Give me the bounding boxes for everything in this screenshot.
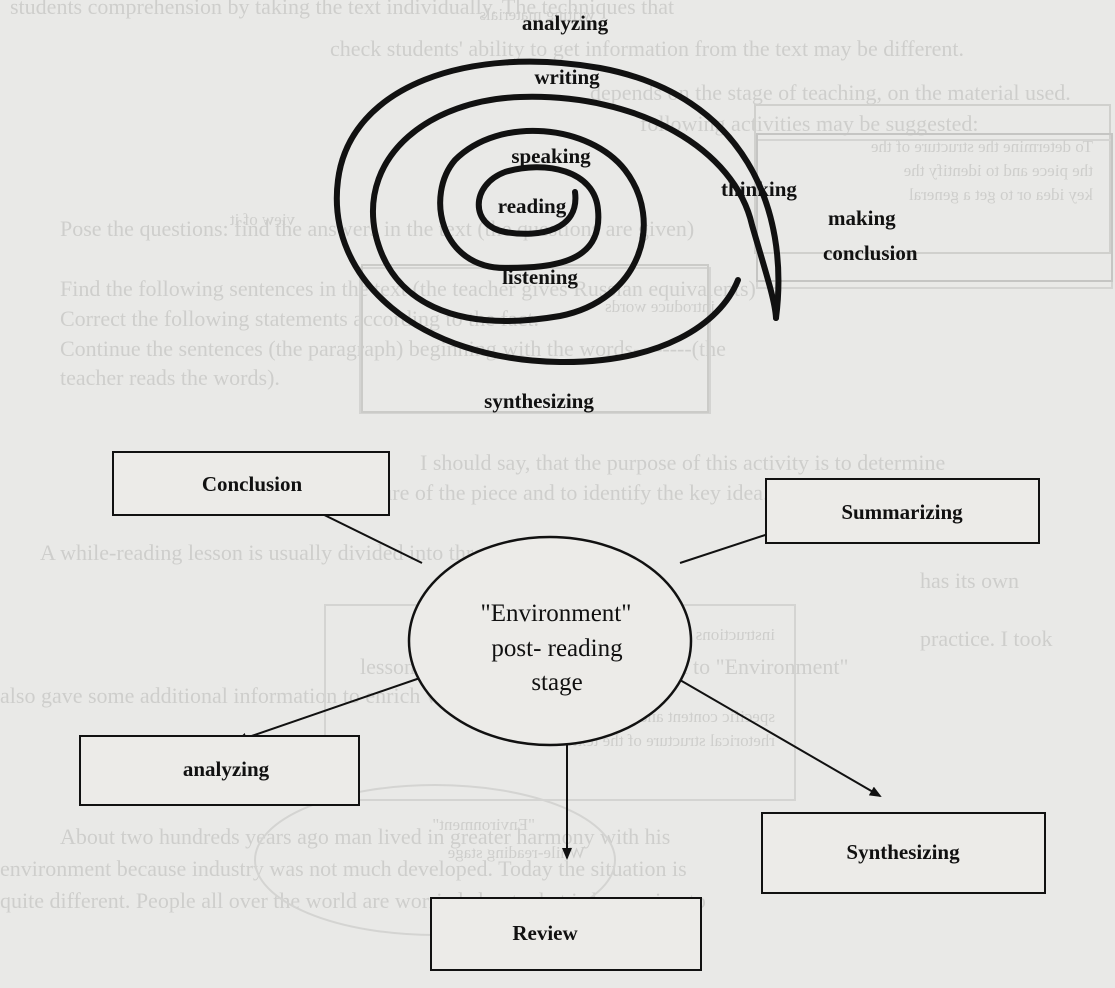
mirror-line: instructions	[696, 625, 775, 644]
bg-line: About two hundreds years ago man lived i…	[60, 824, 670, 849]
bg-line: students comprehension by taking the tex…	[10, 0, 674, 19]
bg-line: following activities may be suggested:	[640, 111, 979, 136]
spiral-label-listening: listening	[502, 265, 578, 289]
spiral-label-conclusion: conclusion	[823, 241, 918, 265]
bg-line: I should say, that the purpose of this a…	[420, 450, 945, 475]
box-conclusion: Conclusion	[112, 451, 390, 516]
mirror-line: view of it	[230, 210, 295, 229]
bg-line: check students' ability to get informati…	[330, 36, 964, 61]
box-synthesizing: Synthesizing	[761, 812, 1046, 894]
bg-line: environment because industry was not muc…	[0, 856, 687, 881]
spiral-label-reading: reading	[498, 194, 567, 218]
box-review: Review	[430, 897, 702, 971]
mirror-line: "Environment"	[432, 815, 535, 834]
post-reading-flow: "Environment" post- reading stage Conclu…	[79, 451, 1046, 971]
box-analyzing-label: analyzing	[183, 757, 270, 781]
spiral-label-writing: writing	[534, 65, 600, 89]
box-synthesizing-label: Synthesizing	[846, 840, 960, 864]
mirror-line: key idea or to get a general	[909, 185, 1093, 204]
bg-line: has its own	[920, 568, 1019, 593]
bg-line: depends on the stage of teaching, on the…	[590, 80, 1071, 105]
spiral-label-thinking: thinking	[721, 177, 797, 201]
center-label-line-2: post- reading	[491, 635, 623, 662]
box-analyzing: analyzing	[79, 735, 360, 806]
spiral-curve	[370, 93, 779, 324]
mirror-line: To determine the structure of the	[871, 137, 1093, 156]
box-conclusion-label: Conclusion	[202, 472, 303, 496]
box-summarizing: Summarizing	[765, 478, 1040, 544]
bg-line: teacher reads the words).	[60, 365, 280, 390]
mirror-line: introduce words	[605, 297, 715, 316]
center-stage-ellipse	[407, 535, 693, 747]
spiral-label-synthesizing: synthesizing	[484, 389, 594, 413]
box-summarizing-label: Summarizing	[841, 500, 963, 524]
mirror-line: writing materials	[479, 5, 595, 24]
box-review-label: Review	[512, 921, 578, 945]
arrow-to-analyzing	[235, 677, 421, 743]
spiral-label-making: making	[828, 206, 896, 230]
arrow-to-synthesizing	[679, 679, 882, 798]
bg-line: practice. I took	[920, 626, 1053, 651]
spiral-label-analyzing: analyzing	[522, 11, 609, 35]
skills-spiral: analyzing writing speaking reading liste…	[333, 11, 918, 413]
mirror-line: While-reading stage	[448, 843, 585, 862]
center-label-line-1: "Environment"	[481, 600, 632, 627]
mirror-line: rhetorical structure of the text	[573, 731, 775, 750]
mirror-line: the piece and to identify the	[904, 161, 1093, 180]
center-label-line-3: stage	[531, 669, 582, 696]
spiral-label-speaking: speaking	[511, 144, 591, 168]
spiral-outer-ring	[333, 58, 782, 366]
